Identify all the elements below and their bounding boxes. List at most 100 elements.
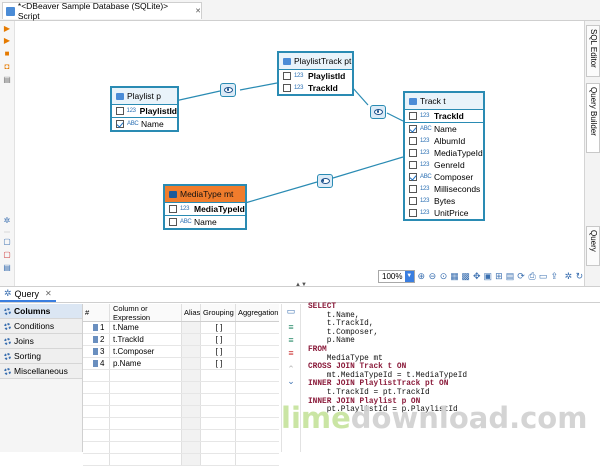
more-dots-icon[interactable]: ⋯ — [4, 230, 10, 236]
refresh-icon[interactable]: ⟳ — [517, 271, 525, 281]
column-checkbox[interactable] — [283, 72, 291, 80]
tab-close-icon[interactable]: ✕ — [195, 8, 201, 15]
column-checkbox[interactable] — [409, 185, 417, 193]
column-row[interactable]: 123 PlaylistId — [112, 105, 177, 117]
column-checkbox[interactable] — [409, 137, 417, 145]
column-checkbox[interactable] — [409, 149, 417, 157]
cell-expression[interactable]: t.TrackId — [110, 334, 182, 345]
notes-icon[interactable]: ▣ — [483, 271, 493, 281]
cell-grouping[interactable]: [ ] — [201, 358, 236, 369]
column-checkbox[interactable] — [409, 197, 417, 205]
panel-splitter-icon[interactable]: ▲▼ — [295, 282, 307, 288]
arrange-icon[interactable]: ⊞ — [495, 271, 503, 281]
cell-grouping[interactable]: [ ] — [201, 346, 236, 357]
section-joins[interactable]: Joins — [0, 334, 82, 349]
column-checkbox[interactable] — [409, 112, 417, 120]
cell-grouping[interactable]: [ ] — [201, 322, 236, 333]
column-row[interactable]: 123 TrackId — [279, 82, 352, 94]
move-up-icon[interactable]: ⌃ — [287, 364, 295, 374]
fit-icon[interactable]: ⊙ — [439, 271, 448, 281]
header-aggregation[interactable]: Aggregation — [238, 308, 279, 317]
settings-gear-icon[interactable]: ✲ — [564, 271, 573, 281]
export-icon[interactable]: ▢ — [3, 237, 11, 246]
table-row[interactable]: 2 t.TrackId [ ] — [83, 334, 279, 346]
settings-gear-icon[interactable]: ✲ — [3, 216, 11, 225]
cell-expression[interactable]: p.Name — [110, 358, 182, 369]
tab-sql-editor[interactable]: SQL Editor — [586, 25, 600, 77]
zoom-in-icon[interactable]: ⊕ — [417, 271, 426, 281]
section-columns[interactable]: Columns — [0, 304, 82, 319]
table-track-header[interactable]: Track t — [405, 93, 483, 110]
cell-grouping[interactable]: [ ] — [201, 334, 236, 345]
zoom-out-icon[interactable]: ⊖ — [428, 271, 437, 281]
column-checkbox[interactable] — [409, 173, 417, 181]
table-playlist[interactable]: Playlist p 123 PlaylistId ABC Name — [110, 86, 179, 132]
execute-statement-icon[interactable]: ▶ — [3, 24, 11, 33]
snap-icon[interactable]: ▩ — [461, 271, 470, 281]
zoom-select[interactable]: 100% ▼ — [378, 269, 415, 283]
header-expression[interactable]: Column or Expression — [110, 304, 182, 322]
sync-icon[interactable]: ↻ — [575, 271, 584, 281]
table-row[interactable]: 3 t.Composer [ ] — [83, 346, 279, 358]
header-num[interactable]: # — [83, 304, 110, 321]
column-checkbox[interactable] — [169, 205, 177, 213]
cell-aggregation[interactable] — [236, 358, 279, 369]
column-row[interactable]: ABC Name — [112, 117, 177, 130]
join-playlisttrack-track-icon[interactable] — [370, 105, 386, 119]
save-image-icon[interactable]: ▭ — [538, 271, 548, 281]
header-grouping[interactable]: Grouping — [201, 304, 236, 321]
column-checkbox[interactable] — [169, 218, 177, 226]
format-icon[interactable]: ▤ — [3, 263, 11, 272]
column-checkbox[interactable] — [409, 161, 417, 169]
move-down-icon[interactable]: ⌄ — [287, 376, 295, 386]
explain-plan-icon[interactable]: ◘ — [4, 62, 10, 71]
table-playlist-header[interactable]: Playlist p — [112, 88, 177, 105]
print-icon[interactable]: ⎙ — [528, 271, 536, 281]
header-alias[interactable]: Alias — [182, 304, 201, 321]
cell-aggregation[interactable] — [236, 346, 279, 357]
execute-new-tab-icon[interactable]: ■ — [4, 49, 10, 58]
join-playlist-playlisttrack-icon[interactable] — [220, 83, 236, 97]
table-row[interactable]: 1 t.Name [ ] — [83, 322, 279, 334]
tab-query-panel[interactable]: ✲ Query — [0, 287, 56, 302]
join-mediatype-track-icon[interactable] — [317, 174, 333, 188]
load-plan-icon[interactable]: ▤ — [3, 75, 11, 84]
grid-icon[interactable]: ▦ — [450, 271, 459, 281]
columns-grid[interactable]: # Column or Expression Alias Grouping Ag… — [83, 304, 279, 466]
insert-column-icon[interactable]: ≡ — [288, 335, 294, 345]
column-checkbox[interactable] — [283, 84, 291, 92]
column-checkbox[interactable] — [409, 209, 417, 217]
cell-alias[interactable] — [182, 322, 201, 333]
section-miscellaneous[interactable]: Miscellaneous — [0, 364, 82, 379]
table-mediatype-header[interactable]: MediaType mt — [165, 186, 245, 203]
table-row[interactable]: 4 p.Name [ ] — [83, 358, 279, 370]
diagram-icon[interactable]: ▤ — [505, 271, 515, 281]
cell-alias[interactable] — [182, 358, 201, 369]
column-checkbox[interactable] — [116, 120, 124, 128]
cell-aggregation[interactable] — [236, 322, 279, 333]
chevron-down-icon[interactable]: ▼ — [404, 270, 414, 282]
sql-preview[interactable]: SELECT t.Name, t.TrackId, t.Composer, p.… — [308, 303, 598, 451]
column-row[interactable]: 123 PlaylistId — [279, 70, 352, 82]
tab-query[interactable]: Query — [586, 226, 600, 266]
table-playlisttrack-header[interactable]: PlaylistTrack pt — [279, 53, 352, 70]
remove-column-icon[interactable]: ≡ — [288, 348, 294, 358]
close-icon[interactable]: ✕ — [45, 289, 52, 298]
import-icon[interactable]: ▢ — [3, 250, 11, 259]
comment-icon[interactable]: ▭ — [286, 306, 296, 316]
export-icon[interactable]: ⇪ — [550, 271, 559, 281]
section-conditions[interactable]: Conditions — [0, 319, 82, 334]
section-sorting[interactable]: Sorting — [0, 349, 82, 364]
